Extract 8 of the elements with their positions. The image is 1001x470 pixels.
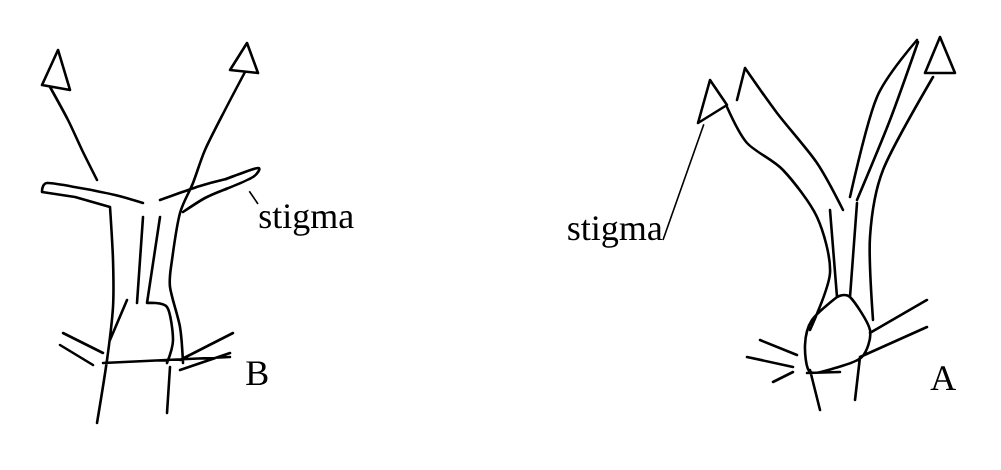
panel-letter: A	[930, 366, 956, 390]
stigma-lobe	[224, 166, 261, 191]
label-text: stigma	[568, 216, 663, 248]
leader-line	[248, 190, 259, 205]
label-text: stigma	[259, 204, 354, 236]
leader-line	[662, 123, 705, 241]
stigma-lobe	[696, 78, 729, 125]
panel-letter: B	[246, 361, 268, 386]
